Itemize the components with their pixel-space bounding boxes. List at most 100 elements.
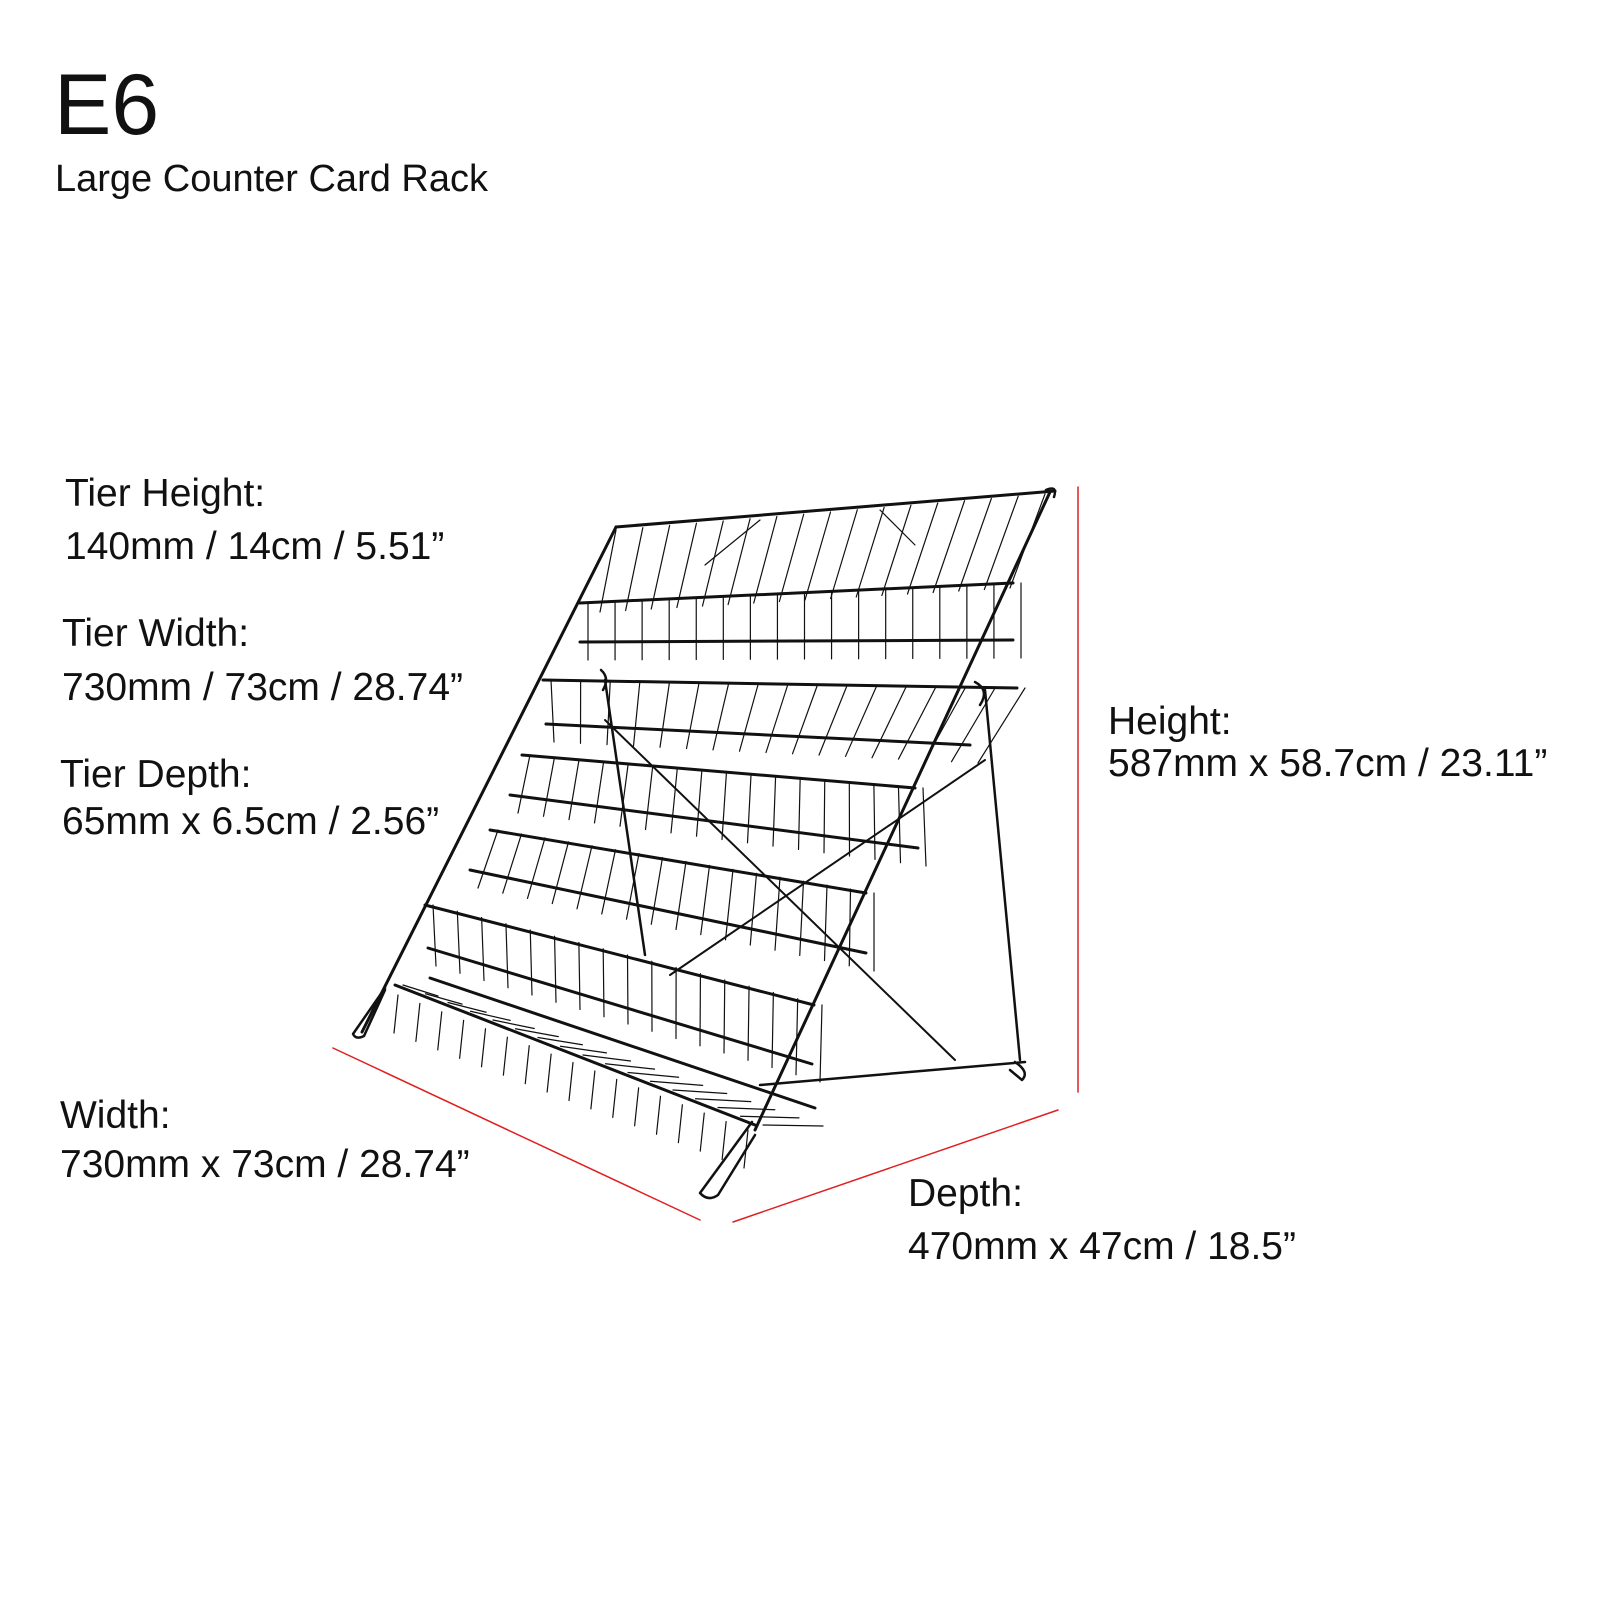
brace-wire-b	[669, 759, 986, 976]
tier-2-divider	[924, 686, 967, 761]
tier-5-divider	[602, 948, 605, 1018]
tier-5-divider	[795, 998, 799, 1076]
product-name: Large Counter Card Rack	[55, 158, 488, 200]
tier-3-divider	[823, 779, 826, 854]
back-panel-wire	[983, 495, 1019, 591]
tier-5-divider	[747, 985, 750, 1061]
rear-hinge-clip	[973, 680, 986, 707]
rack-wireframe	[351, 487, 1057, 1200]
tier-3-divider	[695, 768, 703, 837]
tier-4-divider	[823, 884, 828, 962]
bottom-tray-wire	[612, 1078, 618, 1118]
tier-2-divider	[871, 685, 908, 759]
tier-2-divider	[765, 683, 789, 754]
height-label: Height:	[1108, 700, 1232, 743]
tier-4-divider	[749, 872, 758, 946]
tier-2-divider	[632, 680, 641, 747]
tier-6-divider	[762, 1124, 824, 1127]
rear-foot-loop	[1008, 1060, 1027, 1082]
tier-3-divider	[593, 760, 605, 824]
bottom-tray-wire	[524, 1045, 530, 1085]
tier-3-divider	[922, 787, 927, 867]
bottom-tray-wire	[546, 1053, 552, 1093]
tier-6-divider	[447, 1001, 487, 1013]
bottom-tray-wire	[699, 1112, 705, 1152]
tier-5-divider	[626, 954, 629, 1025]
tier-6-divider	[672, 1089, 728, 1095]
tier-3-divider	[873, 783, 876, 860]
top-corner-hook	[1044, 487, 1057, 499]
tier-4-divider	[799, 880, 805, 957]
tier-4-divider	[774, 876, 781, 951]
tier-6-divider	[649, 1080, 704, 1086]
tier-5-divider	[723, 979, 726, 1054]
tier-6-front-rod	[428, 976, 817, 1110]
tier-4-divider	[526, 837, 546, 899]
tier-2-divider	[659, 681, 671, 748]
bottom-tray-wire	[568, 1061, 574, 1102]
tier-4-divider	[551, 841, 570, 905]
back-panel-wire	[727, 518, 751, 606]
width-value: 730mm x 73cm / 28.74”	[60, 1143, 470, 1186]
back-panel-wire	[676, 522, 698, 609]
back-panel-wire	[1009, 493, 1046, 589]
tier-3-divider	[897, 785, 902, 864]
tier-5-divider	[505, 923, 509, 989]
frame-right-leg	[753, 490, 1052, 1132]
tier-2-divider	[950, 686, 996, 763]
tier-1-front-rod	[578, 638, 1015, 644]
tier-6-divider	[717, 1106, 776, 1111]
rear-leg	[983, 688, 1022, 1062]
frame-left-leg	[360, 525, 618, 1034]
tier-3-divider	[670, 766, 678, 834]
depth-label: Depth:	[908, 1172, 1023, 1215]
tier-3-divider	[644, 764, 654, 831]
tier-4-top-rod	[488, 828, 868, 895]
tier-4-divider	[601, 849, 617, 915]
tier-5-front-rod	[426, 946, 814, 1066]
tier-2-divider	[685, 681, 700, 750]
back-panel-wire	[599, 529, 617, 613]
product-code: E6	[54, 57, 160, 153]
back-panel-wire	[932, 500, 966, 594]
tier-height-value: 140mm / 14cm / 5.51”	[65, 525, 445, 568]
dimension-lines	[332, 486, 1079, 1223]
tier-5-divider	[481, 916, 485, 982]
bottom-tray-wire	[677, 1104, 683, 1144]
front-foot-loop	[698, 1120, 757, 1200]
tier-4-divider	[848, 888, 852, 967]
bottom-tray-wire	[459, 1019, 465, 1059]
width-label: Width:	[60, 1094, 171, 1137]
frame-top-rail	[614, 489, 1057, 529]
tier-width-label: Tier Width:	[62, 612, 250, 655]
tier-2-divider	[977, 687, 1026, 764]
bottom-tray-wire	[480, 1028, 487, 1068]
tier-6-divider	[559, 1045, 608, 1054]
tier-3-divider	[772, 775, 777, 847]
tier-4-divider	[650, 856, 664, 925]
tier-3-divider	[568, 758, 580, 821]
tier-2-divider	[844, 684, 878, 758]
tier-depth-value: 65mm x 6.5cm / 2.56”	[62, 800, 440, 843]
top-hook-left	[704, 519, 761, 566]
back-panel-wire	[855, 506, 885, 598]
tier-4-divider	[700, 864, 711, 936]
tier-width-value: 730mm / 73cm / 28.74”	[62, 666, 464, 709]
tier-height-label: Tier Height:	[65, 472, 266, 515]
back-panel-wire	[625, 527, 644, 612]
tier-6-divider	[627, 1071, 680, 1078]
bottom-tray-wire	[437, 1011, 443, 1051]
tier-6-divider	[424, 993, 463, 1005]
tier-5-divider	[553, 935, 557, 1003]
bottom-tray-wire	[721, 1120, 727, 1161]
rear-base-bar	[758, 1060, 1027, 1087]
back-panel-wire	[753, 515, 778, 604]
tier-4-divider	[502, 833, 523, 894]
tier-3-divider	[797, 777, 801, 851]
tier-6-divider	[514, 1028, 559, 1038]
tier-6-divider	[537, 1036, 583, 1046]
tier-2-divider	[818, 684, 848, 756]
depth-value: 470mm x 47cm / 18.5”	[908, 1225, 1296, 1268]
tier-6-divider	[492, 1019, 535, 1030]
